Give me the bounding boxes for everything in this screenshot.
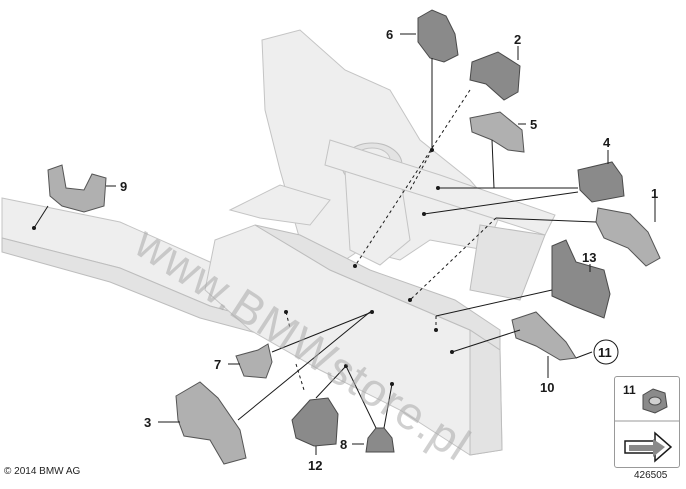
callout-9: 9: [120, 179, 127, 194]
parts: [47, 9, 661, 465]
front-longitudinal-face: [469, 329, 503, 456]
part-6-bracket: [417, 9, 459, 63]
part-7-bracket: [235, 343, 273, 379]
part-9-bracket: [47, 164, 107, 213]
callout-12: 12: [308, 458, 322, 473]
callout-labels: 1 2 3 4 5 6 7 8 9 10 11 12 13: [120, 27, 658, 473]
callout-10: 10: [540, 380, 554, 395]
legend-thumbnail: 11: [614, 376, 680, 468]
diagram-id: 426505: [634, 470, 668, 481]
front-end-body-structure: [1, 29, 556, 456]
front-longitudinal-side: [254, 224, 501, 351]
splash-panel: [228, 184, 331, 226]
leader-lines: [33, 33, 656, 455]
callout-2: 2: [514, 32, 521, 47]
legend-callout-11: 11: [623, 383, 636, 397]
part-2-bracket: [469, 51, 521, 101]
copyright-text: © 2014 BMW AG: [4, 466, 81, 477]
part-10-bracket: [511, 311, 577, 361]
part-4-bracket: [577, 161, 625, 203]
callout-7: 7: [214, 357, 221, 372]
callout-3: 3: [144, 415, 151, 430]
leader-dots: [32, 148, 454, 386]
part-5-bracket: [469, 111, 525, 153]
callout-6: 6: [386, 27, 393, 42]
callout-8: 8: [340, 437, 347, 452]
part-1-bracket: [595, 207, 661, 267]
callout-4: 4: [603, 135, 611, 150]
circled-callout-ring: [593, 339, 619, 365]
callout-1: 1: [651, 186, 658, 201]
callout-11-circled: 11: [598, 345, 612, 360]
arrow-icon: [624, 431, 673, 463]
callout-13: 13: [582, 250, 596, 265]
part-3-bracket: [175, 381, 247, 465]
part-13-bracket: [551, 239, 611, 319]
part-12-bracket: [291, 397, 339, 447]
upper-rail-end: [469, 224, 546, 301]
nut-icon: [615, 388, 679, 422]
callout-5: 5: [530, 117, 537, 132]
